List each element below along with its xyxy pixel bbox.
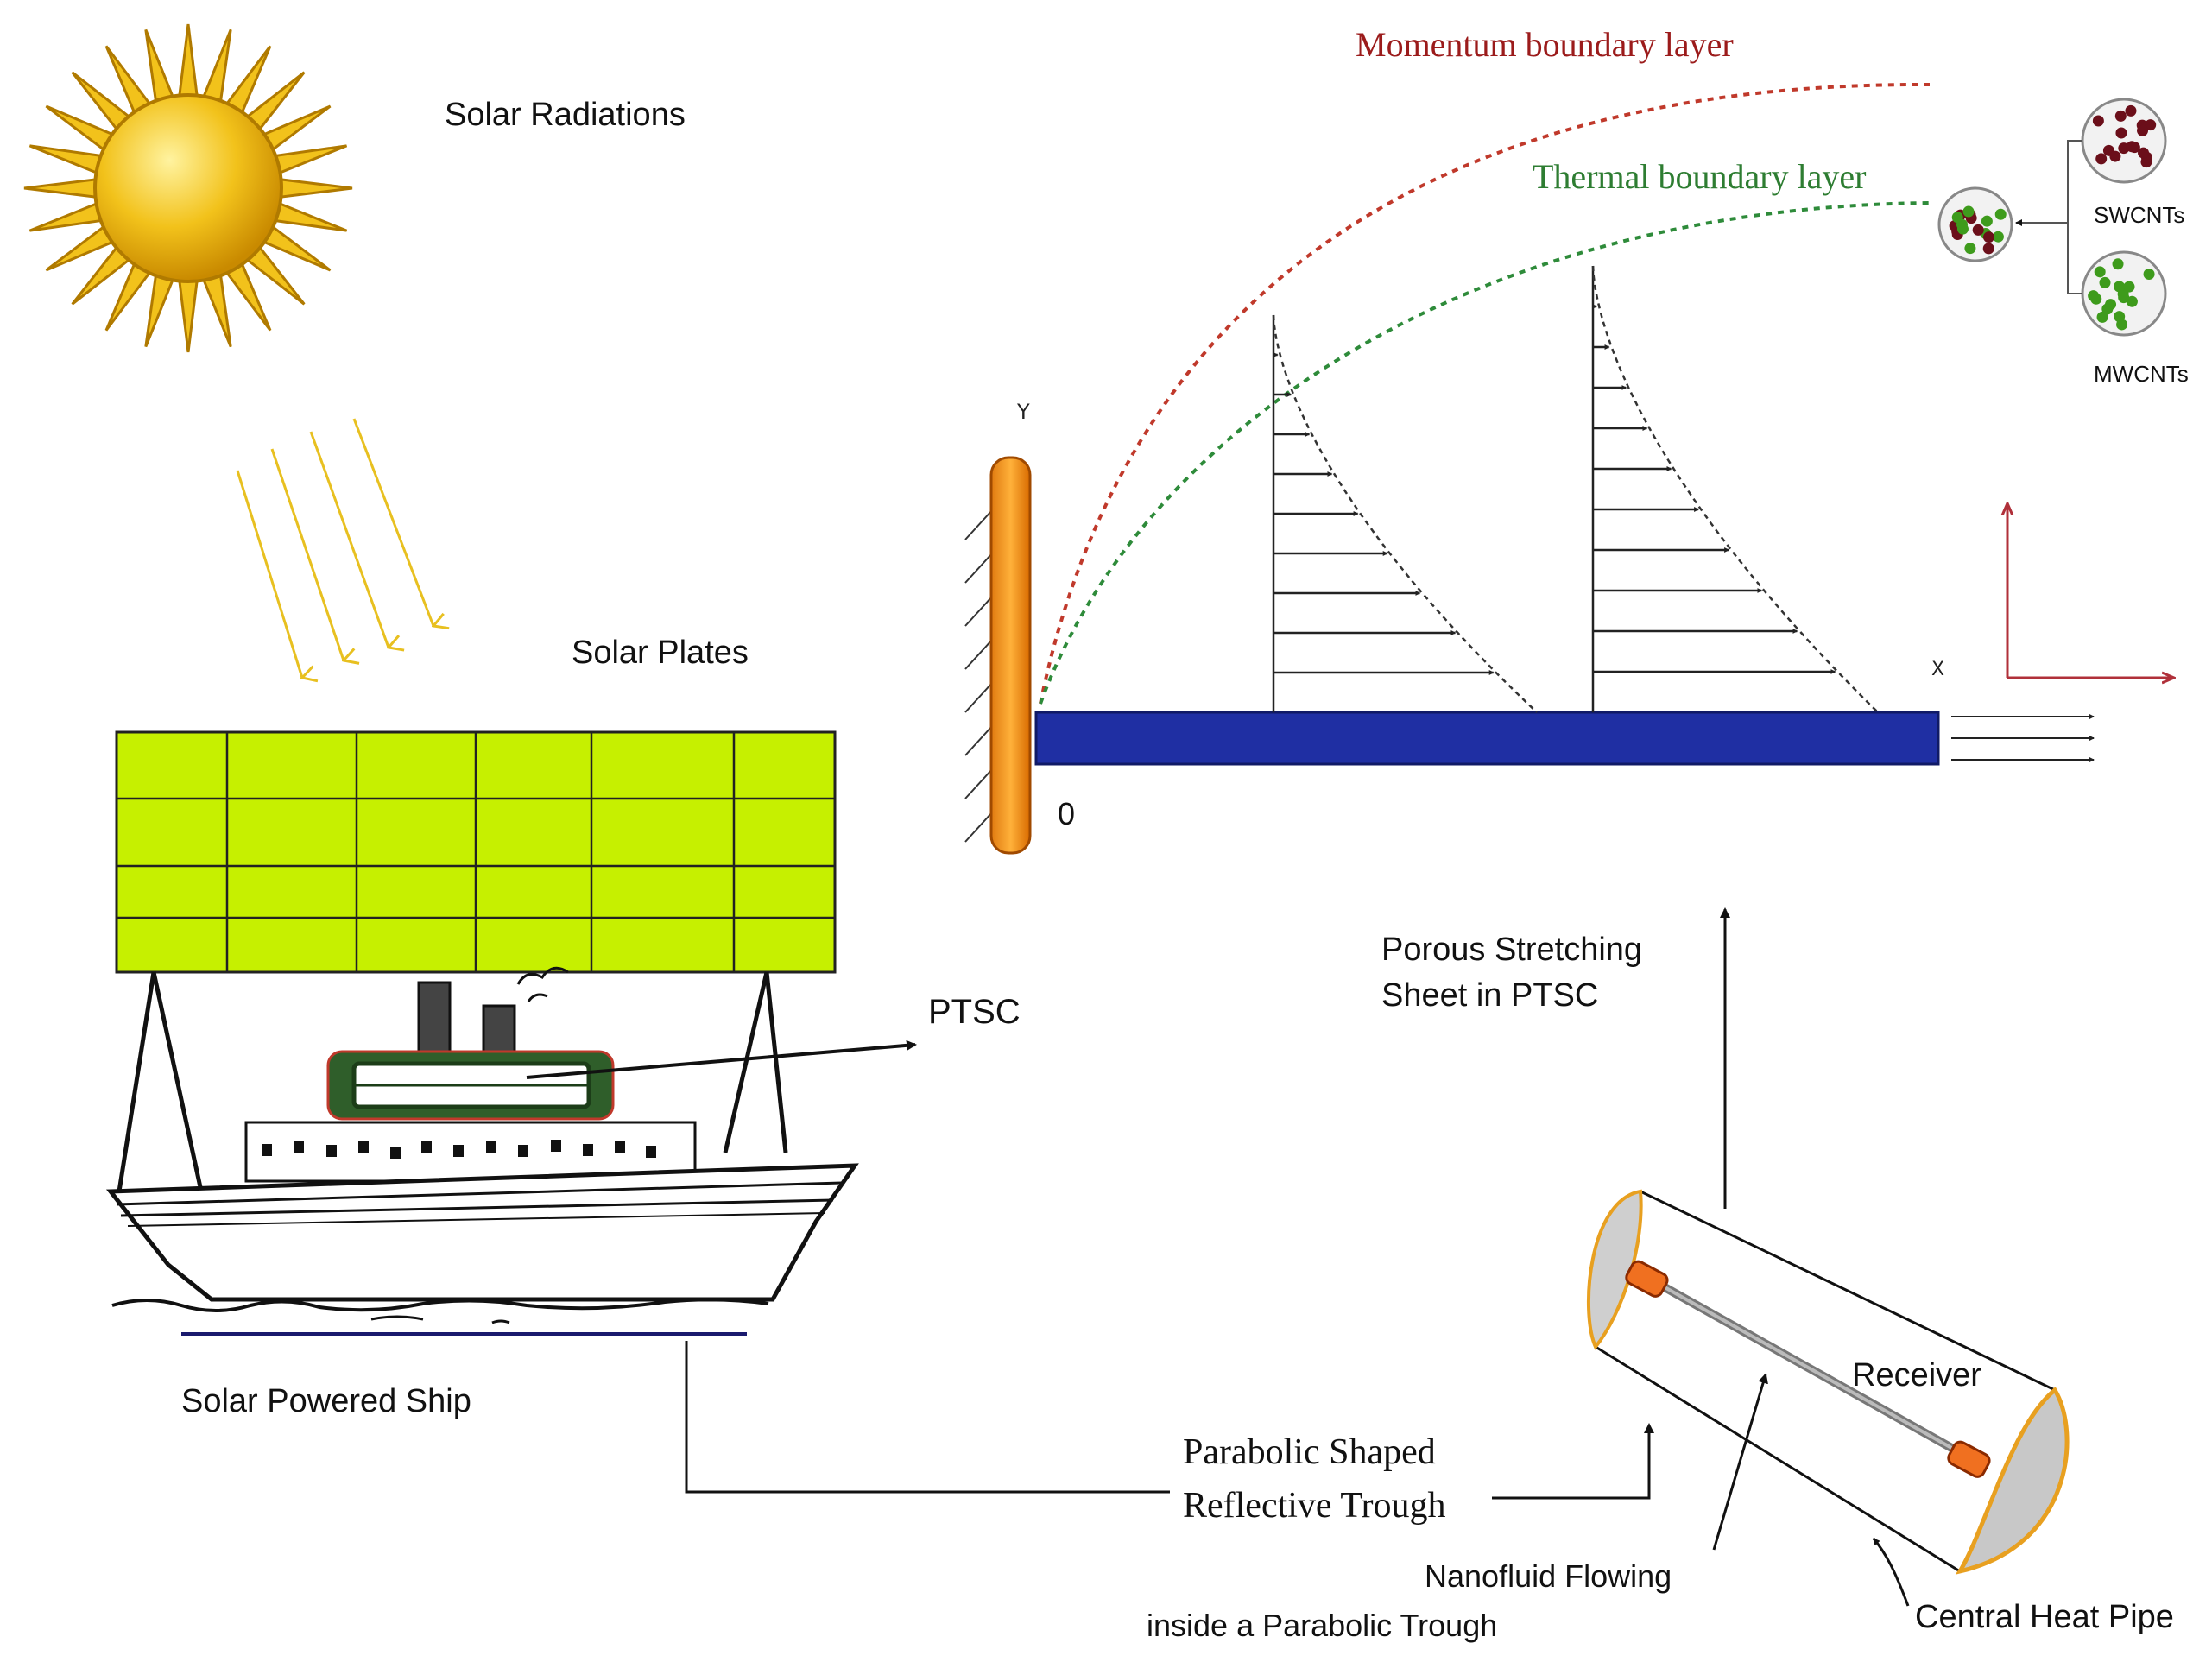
parabolic-trough-label-line2: Reflective Trough bbox=[1183, 1486, 1445, 1526]
nanoparticle-dot bbox=[1981, 215, 1993, 227]
radiation-arrow-1 bbox=[236, 470, 302, 678]
mwcnt-dots bbox=[2088, 258, 2155, 331]
receiver-label: Receiver bbox=[1852, 1357, 1981, 1393]
nanoparticle-dot bbox=[2095, 153, 2108, 165]
nanoparticle-dot bbox=[2126, 295, 2138, 307]
nanoparticle-dot bbox=[2123, 281, 2135, 293]
radiation-arrow-3 bbox=[309, 431, 389, 648]
nanoparticle-dot bbox=[1951, 212, 1963, 224]
central-heat-pipe-label: Central Heat Pipe bbox=[1915, 1599, 2174, 1635]
nanoparticle-dot bbox=[2137, 124, 2149, 136]
nanoparticle-dot bbox=[1982, 231, 1994, 243]
nanoparticle-dot bbox=[2125, 104, 2137, 117]
nanoparticle-dot bbox=[2112, 258, 2124, 270]
ptsc-label: PTSC bbox=[928, 993, 1021, 1031]
porous-sheet-label-line1: Porous Stretching bbox=[1381, 932, 1642, 968]
sun-ray bbox=[272, 177, 353, 199]
nanoparticle-dot bbox=[1992, 231, 2004, 243]
radiation-arrow-2 bbox=[270, 448, 344, 660]
radiation-arrow-4 bbox=[352, 418, 433, 626]
coordinate-frame-icon bbox=[2007, 503, 2174, 678]
sun-rays bbox=[23, 23, 353, 353]
heat-pipe-pointer bbox=[1872, 1538, 1910, 1607]
thermal-boundary-layer-label: Thermal boundary layer bbox=[1533, 157, 1867, 196]
hybrid-nanofluid-circle bbox=[1937, 186, 2013, 262]
solar-plates-label: Solar Plates bbox=[572, 635, 749, 671]
sun-ray bbox=[177, 23, 199, 104]
cnt-connector bbox=[2015, 140, 2082, 294]
trough-connector-line bbox=[685, 1341, 1170, 1494]
momentum-boundary-curve bbox=[1039, 82, 1931, 705]
thermal-boundary-curve bbox=[1039, 201, 1931, 705]
swcnts-label: SWCNTs bbox=[2094, 202, 2184, 228]
sun-ray bbox=[23, 177, 104, 199]
porous-sheet-label-line2: Sheet in PTSC bbox=[1381, 977, 1598, 1014]
nanoparticle-dot bbox=[2099, 276, 2111, 288]
nanoparticle-dot bbox=[2115, 127, 2127, 139]
porous-stretching-sheet bbox=[1034, 711, 1940, 766]
solar-radiation-arrows bbox=[236, 418, 433, 678]
velocity-profile-curve bbox=[1591, 265, 1879, 713]
solar-panel bbox=[115, 730, 837, 974]
nanoparticle-dot bbox=[2096, 311, 2108, 323]
ptsc-pointer-arrow bbox=[526, 1040, 917, 1079]
velocity-profiles bbox=[1272, 265, 1879, 713]
swcnt-circle bbox=[2081, 98, 2167, 184]
nanoparticle-dot bbox=[2114, 311, 2126, 323]
nanoparticle-dot bbox=[1972, 224, 1984, 236]
parabolic-trough-label-line1: Parabolic Shaped bbox=[1183, 1432, 1436, 1472]
parabolic-trough-receiver bbox=[1586, 1189, 2070, 1575]
nanoparticle-dot bbox=[2138, 147, 2150, 159]
nanoparticle-dot bbox=[2145, 119, 2157, 131]
mwcnts-label: MWCNTs bbox=[2094, 361, 2189, 387]
solar-powered-ship-label: Solar Powered Ship bbox=[181, 1383, 471, 1419]
ptsc-collector-on-ship bbox=[326, 1050, 615, 1121]
x-axis-label: X bbox=[1931, 659, 1944, 680]
trough-pointer-arrow bbox=[1492, 1423, 1654, 1500]
nanofluid-label-line1: Nanofluid Flowing bbox=[1425, 1558, 1672, 1594]
mwcnt-circle bbox=[2081, 250, 2167, 337]
hybrid-dots bbox=[1949, 205, 2007, 255]
outflow-arrows bbox=[1951, 714, 2095, 762]
nanofluid-label-line2: inside a Parabolic Trough bbox=[1147, 1608, 1497, 1643]
nanoparticle-dot bbox=[1956, 223, 1969, 235]
velocity-profile-curve bbox=[1272, 314, 1538, 713]
nanoparticle-dot bbox=[2114, 110, 2127, 122]
nanoparticle-dot bbox=[2090, 293, 2102, 305]
solar-radiations-label: Solar Radiations bbox=[445, 97, 686, 133]
wall-hatching bbox=[964, 509, 994, 843]
momentum-boundary-layer-label: Momentum boundary layer bbox=[1356, 25, 1734, 64]
nanoparticle-dot bbox=[1994, 208, 2007, 220]
nanoparticle-dot bbox=[1982, 243, 1994, 255]
nanoparticle-dot bbox=[2092, 115, 2104, 127]
solar-powered-ship-drawing bbox=[105, 966, 859, 1324]
sun-icon bbox=[23, 23, 353, 353]
nanoparticle-dot bbox=[2109, 150, 2121, 162]
y-axis-label: Y bbox=[1016, 400, 1030, 424]
sun-ray bbox=[177, 272, 199, 353]
origin-label: 0 bbox=[1058, 796, 1075, 831]
nanoparticle-dot bbox=[1964, 243, 1976, 255]
nanoparticle-dot bbox=[2126, 141, 2138, 153]
nanofluid-pointer-arrow bbox=[1712, 1373, 1768, 1551]
swcnt-dots bbox=[2092, 104, 2157, 168]
vertical-wall bbox=[989, 456, 1032, 855]
nanoparticle-dot bbox=[2101, 303, 2114, 315]
nanoparticle-dot bbox=[2143, 269, 2155, 281]
nanoparticle-dot bbox=[2114, 281, 2126, 293]
nanoparticle-dot bbox=[2094, 266, 2106, 278]
nanoparticle-dot bbox=[1962, 205, 1975, 218]
